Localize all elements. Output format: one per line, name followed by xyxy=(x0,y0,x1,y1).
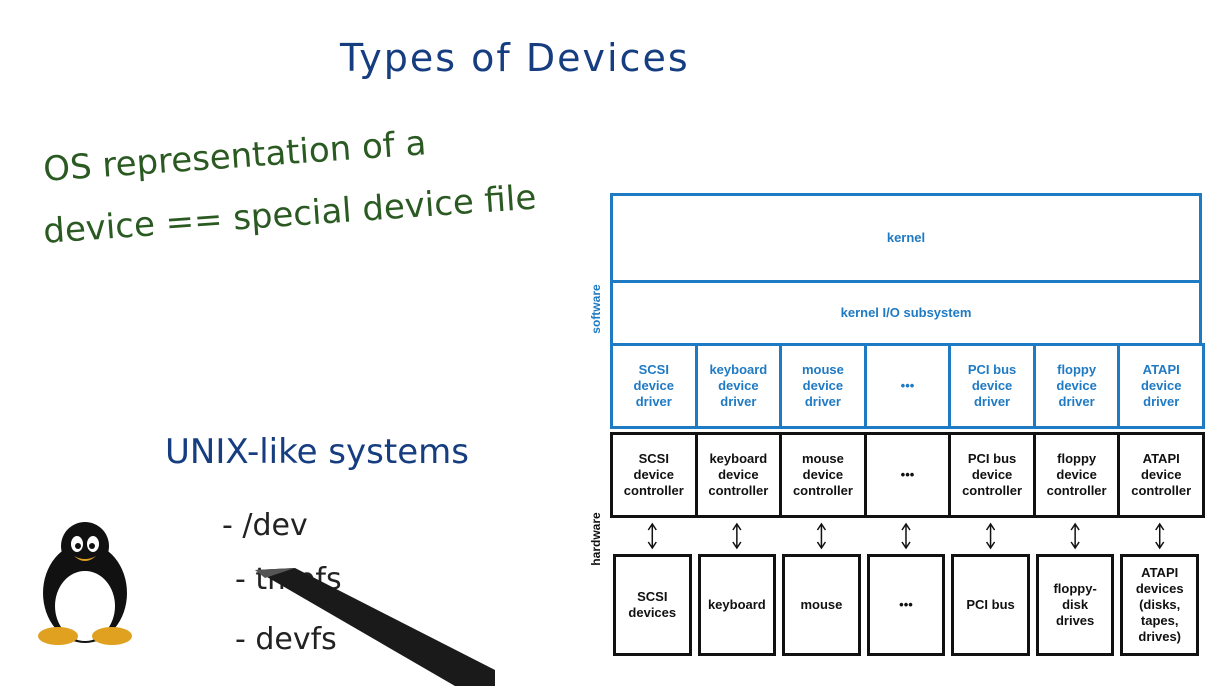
controller-box-5: floppy device controller xyxy=(1032,432,1121,518)
arrow-head-0 xyxy=(647,541,657,550)
unix-item-dev: - /dev xyxy=(222,508,308,543)
device-box-6: ATAPI devices (disks, tapes, drives) xyxy=(1120,554,1199,656)
arrow-head-5 xyxy=(1070,522,1080,531)
arrow-head-2 xyxy=(816,522,827,531)
controller-box-6: ATAPI device controller xyxy=(1117,432,1205,518)
arrow-head-5 xyxy=(1070,541,1080,550)
driver-box-6: ATAPI device driver xyxy=(1117,343,1205,429)
arrow-head-3 xyxy=(901,541,911,550)
device-box-1: keyboard xyxy=(697,554,777,656)
arrow-head-2 xyxy=(816,541,827,550)
unix-heading: UNIX-like systems xyxy=(165,432,469,472)
page-title: Types of Devices xyxy=(340,36,690,80)
arrow-head-4 xyxy=(985,522,996,531)
arrow-head-0 xyxy=(647,522,657,531)
linux-penguin-icon xyxy=(38,522,132,645)
arrow-head-6 xyxy=(1155,522,1165,531)
device-box-4: PCI bus xyxy=(951,554,1030,656)
pen-icon xyxy=(255,568,495,686)
arrow-head-3 xyxy=(901,522,911,531)
device-box-0: SCSI devices xyxy=(613,554,692,656)
unix-item-devfs: - devfs xyxy=(235,622,337,657)
arrow-head-1 xyxy=(732,541,742,550)
device-box-3: ••• xyxy=(866,554,946,656)
device-box-5: floppy- disk drives xyxy=(1035,554,1115,656)
arrow-head-6 xyxy=(1155,541,1165,550)
arrow-head-4 xyxy=(985,541,996,550)
controller-box-0: SCSI device controller xyxy=(610,432,698,518)
device-box-2: mouse xyxy=(782,554,861,656)
arrow-head-1 xyxy=(732,522,742,531)
